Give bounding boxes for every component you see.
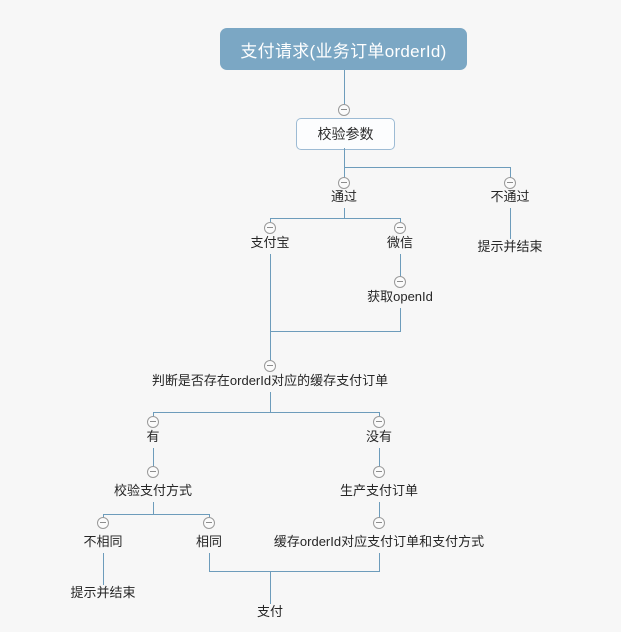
connector-merge-to-check-cache <box>270 331 271 362</box>
node-verify-pay-method[interactable]: 校验支付方式 <box>113 483 193 498</box>
connector-verify-split <box>103 514 209 515</box>
node-get-openid[interactable]: 获取openId <box>367 289 433 304</box>
collapse-minus-icon-check-cache[interactable] <box>264 360 276 372</box>
connector-notsame-to-end <box>103 553 104 585</box>
node-check-cached-order[interactable]: 判断是否存在orderId对应的缓存支付订单 <box>151 373 389 388</box>
collapse-minus-icon-cache-order[interactable] <box>373 517 385 529</box>
connector-fail-to-end <box>510 208 511 239</box>
connector-cache-down <box>379 553 380 571</box>
connector-has-to-verify <box>153 448 154 472</box>
node-validate-params[interactable]: 校验参数 <box>296 118 395 150</box>
connector-to-fail <box>510 167 511 178</box>
connector-alipay-down <box>270 254 271 331</box>
collapse-minus-icon-has-not[interactable] <box>373 416 385 428</box>
node-create-pay-order[interactable]: 生产支付订单 <box>339 483 419 498</box>
connector-same-down <box>209 553 210 571</box>
collapse-minus-icon-fail[interactable] <box>504 177 516 189</box>
node-pass[interactable]: 通过 <box>330 189 358 204</box>
node-has-not[interactable]: 没有 <box>365 429 393 444</box>
connector-verify-down <box>153 502 154 514</box>
node-has[interactable]: 有 <box>146 429 160 444</box>
collapse-minus-icon-same[interactable] <box>203 517 215 529</box>
collapse-minus-icon-has[interactable] <box>147 416 159 428</box>
node-cache-order[interactable]: 缓存orderId对应支付订单和支付方式 <box>273 534 485 549</box>
connector-validate-split <box>344 167 511 168</box>
connector-create-to-cache <box>379 502 380 523</box>
collapse-minus-icon-openid[interactable] <box>394 276 406 288</box>
connector-check-cache-down <box>270 392 271 412</box>
node-alipay[interactable]: 支付宝 <box>250 235 290 250</box>
collapse-minus-icon-not-same[interactable] <box>97 517 109 529</box>
node-not-same-end[interactable]: 提示并结束 <box>70 585 136 600</box>
node-fail-end[interactable]: 提示并结束 <box>477 239 543 254</box>
collapse-minus-icon-wechat[interactable] <box>394 222 406 234</box>
connector-openid-down <box>400 308 401 331</box>
connector-root-to-validate <box>344 70 345 106</box>
node-wechat[interactable]: 微信 <box>386 235 414 250</box>
node-same[interactable]: 相同 <box>195 534 223 549</box>
collapse-minus-icon-alipay[interactable] <box>264 222 276 234</box>
collapse-minus-icon-validate[interactable] <box>338 104 350 116</box>
connector-pass-split <box>270 218 401 219</box>
node-payment-request[interactable]: 支付请求(业务订单orderId) <box>220 28 467 70</box>
collapse-minus-icon-pass[interactable] <box>338 177 350 189</box>
connector-hasnot-to-create <box>379 448 380 472</box>
connector-merge-to-pay <box>209 571 380 572</box>
connector-wechat-to-openid <box>400 254 401 278</box>
connector-to-pass <box>344 167 345 178</box>
collapse-minus-icon-create-order[interactable] <box>373 466 385 478</box>
connector-merge-payment-methods <box>270 331 401 332</box>
connector-pass-down <box>344 208 345 218</box>
node-not-same[interactable]: 不相同 <box>83 534 123 549</box>
node-pay[interactable]: 支付 <box>256 604 284 619</box>
connector-validate-down <box>344 148 345 167</box>
node-fail[interactable]: 不通过 <box>490 189 530 204</box>
collapse-minus-icon-verify-method[interactable] <box>147 466 159 478</box>
connector-check-cache-split <box>153 412 379 413</box>
connector-pay-stem <box>270 571 271 604</box>
